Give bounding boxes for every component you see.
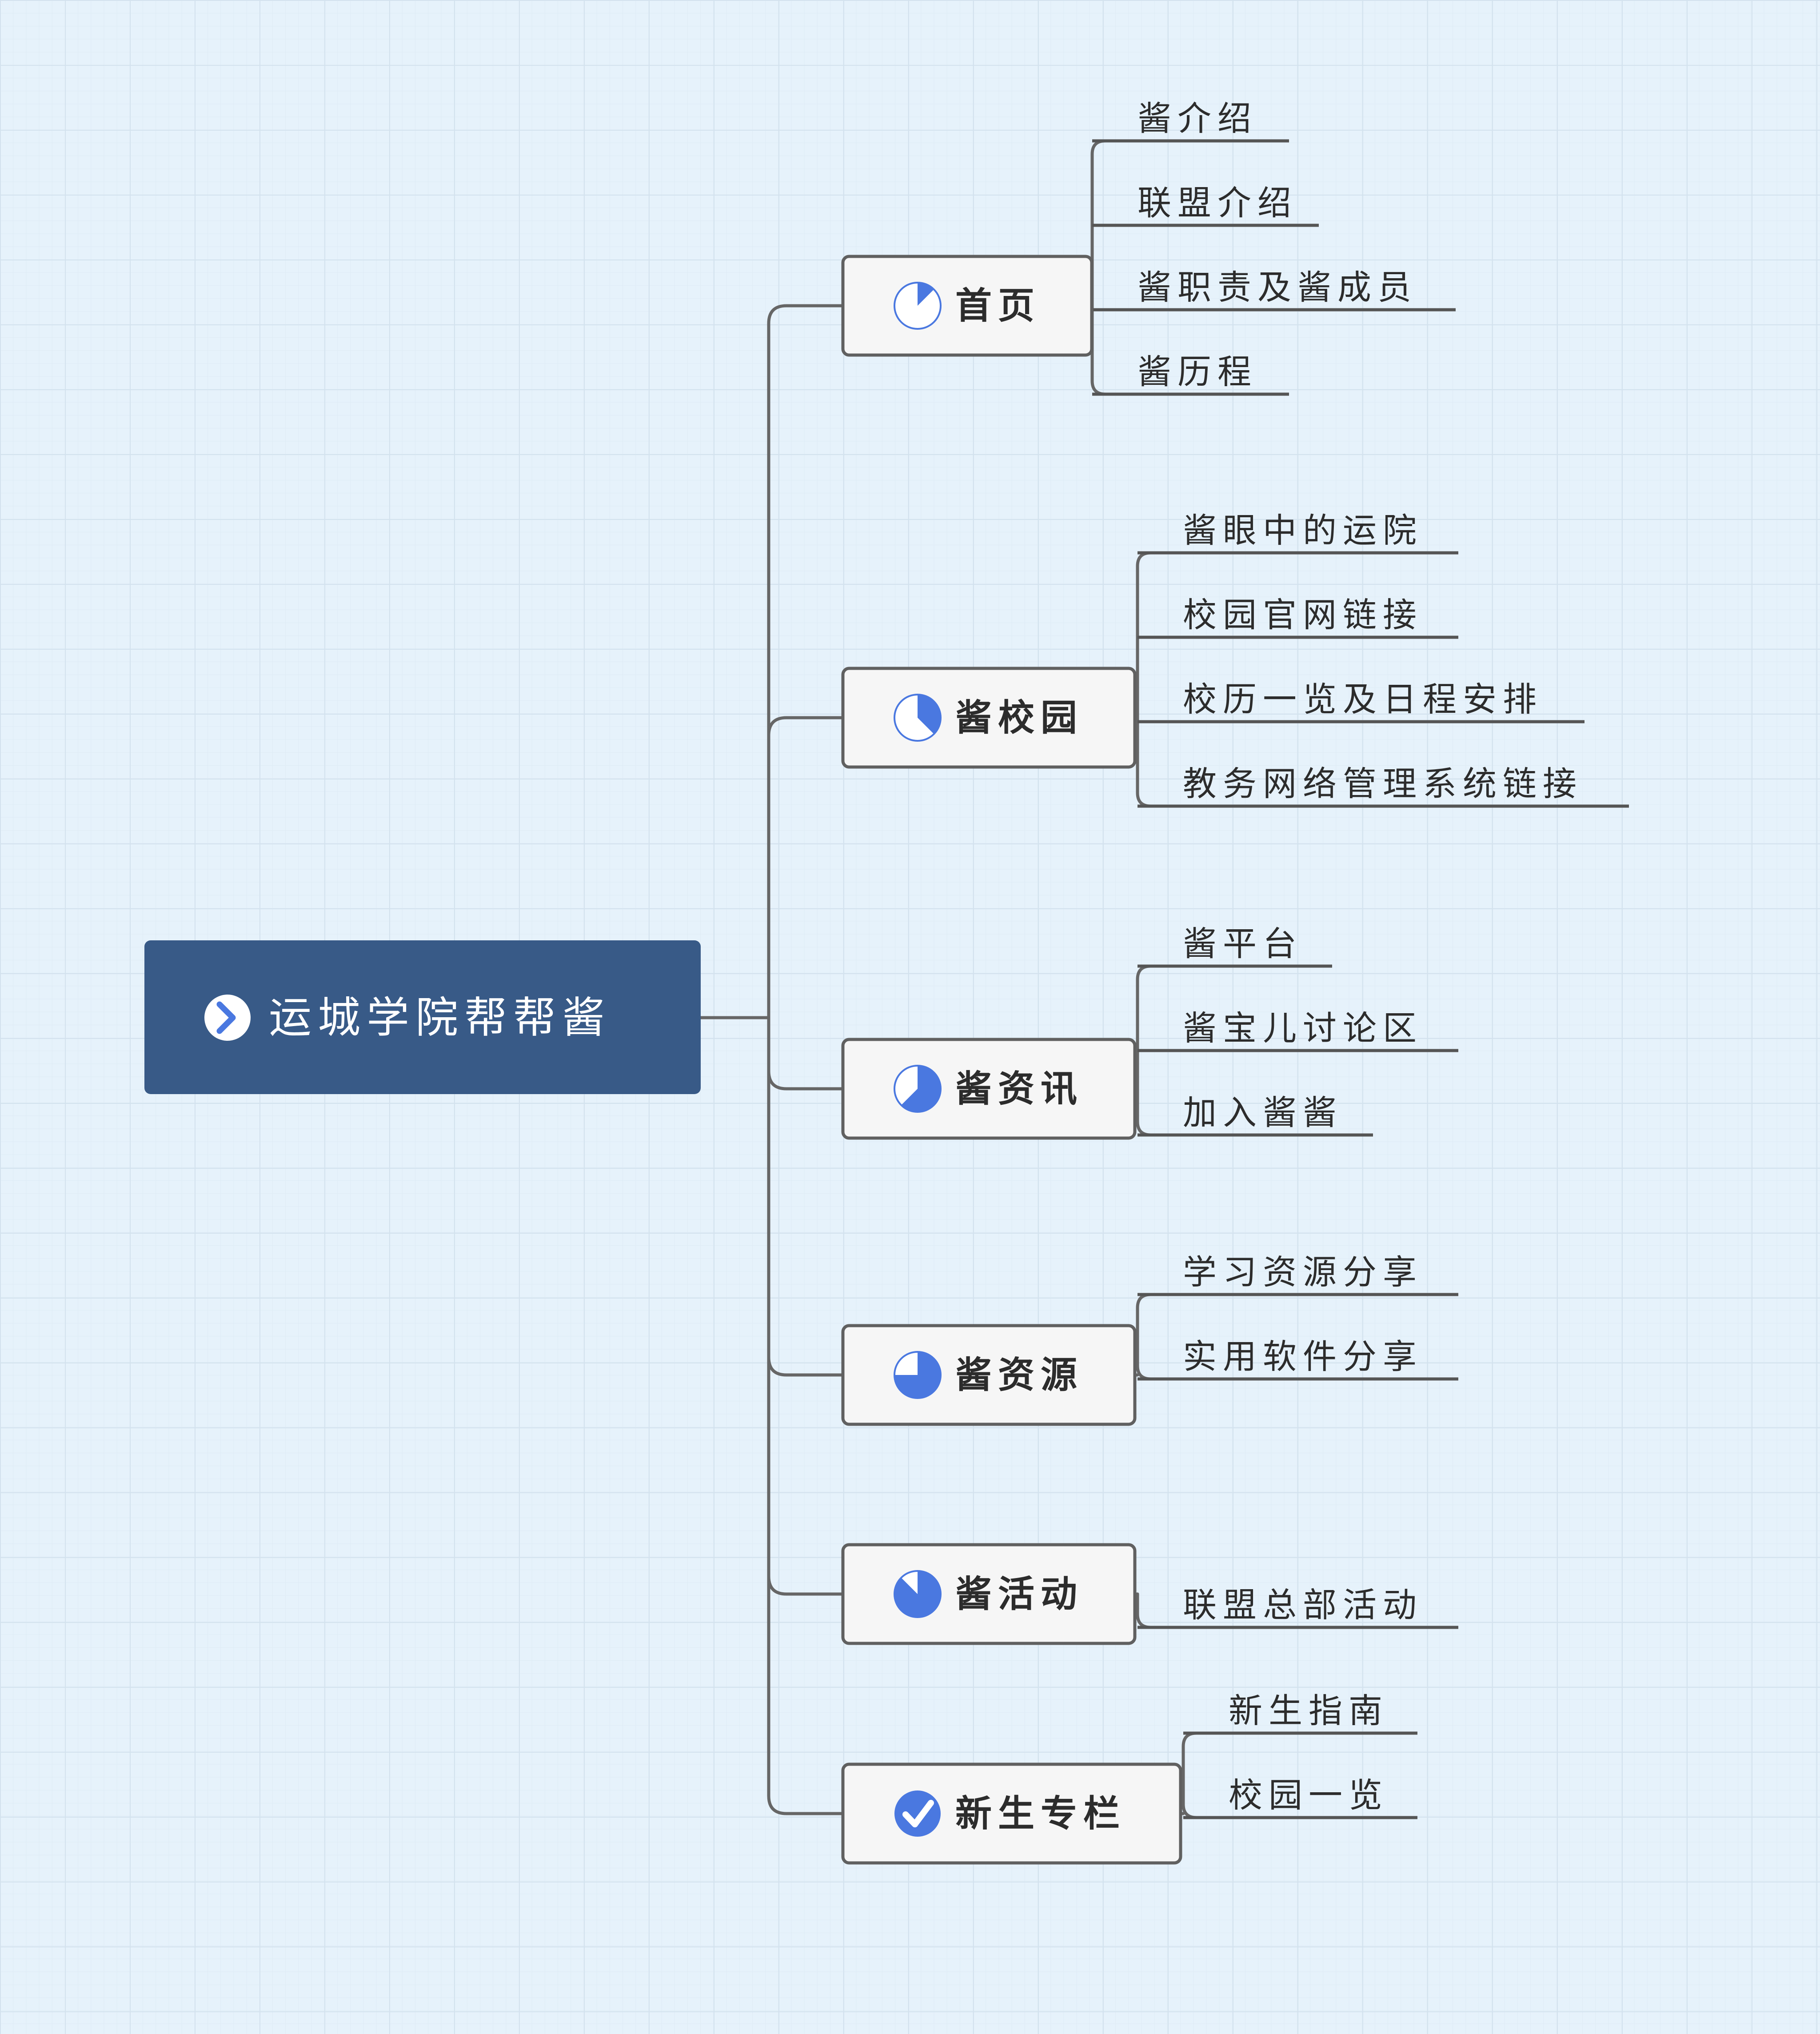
branch-box	[841, 667, 1137, 769]
root-label: 运城学院帮帮酱	[269, 993, 611, 1043]
branch-node[interactable]: 酱校园	[841, 667, 1137, 769]
leaf-layer: 酱介绍联盟介绍酱职责及酱成员酱历程酱眼中的运院校园官网链接校历一览及日程安排教务…	[1092, 99, 1629, 1819]
branch-label: 新生专栏	[955, 1792, 1126, 1835]
branch-node[interactable]: 酱活动	[841, 1543, 1137, 1645]
branch-box	[841, 1324, 1137, 1426]
branch-label: 首页	[955, 284, 1041, 327]
check-circle-icon	[894, 1790, 941, 1837]
leaf-label: 学习资源分享	[1183, 1252, 1423, 1292]
leaf-spine	[1181, 1731, 1198, 1819]
progress-pie-icon	[894, 694, 942, 742]
branch-node[interactable]: 酱资源	[841, 1324, 1137, 1426]
branch-connector	[767, 1016, 845, 1815]
root-box	[144, 940, 701, 1094]
branch-connector	[767, 1016, 845, 1377]
branch-label: 酱资讯	[955, 1067, 1083, 1110]
leaf-node[interactable]: 新生指南	[1183, 1691, 1417, 1735]
progress-pie-icon	[894, 1570, 942, 1618]
leaf-label: 酱职责及酱成员	[1138, 268, 1417, 307]
progress-pie-icon	[894, 1065, 942, 1113]
leaf-label: 新生指南	[1229, 1691, 1389, 1730]
root-node[interactable]: 运城学院帮帮酱	[144, 940, 701, 1094]
leaf-node[interactable]: 校园官网链接	[1138, 595, 1458, 639]
leaf-node[interactable]: 校园一览	[1183, 1775, 1417, 1819]
leaf-node[interactable]: 酱平台	[1138, 924, 1332, 968]
leaf-node[interactable]: 酱眼中的运院	[1138, 511, 1458, 555]
leaf-node[interactable]: 加入酱酱	[1138, 1093, 1373, 1137]
leaf-node[interactable]: 联盟总部活动	[1138, 1585, 1458, 1629]
branch-connector	[767, 1016, 845, 1596]
branch-connector	[767, 304, 845, 1019]
chevron-right-circle-icon	[204, 995, 251, 1041]
branch-label: 酱校园	[955, 696, 1083, 739]
leaf-node[interactable]: 学习资源分享	[1138, 1252, 1458, 1296]
connector-lines	[699, 139, 1198, 1819]
leaf-label: 加入酱酱	[1183, 1093, 1343, 1132]
leaf-label: 酱眼中的运院	[1183, 511, 1423, 550]
leaf-label: 酱平台	[1183, 924, 1303, 963]
leaf-node[interactable]: 校历一览及日程安排	[1138, 679, 1585, 723]
leaf-label: 实用软件分享	[1183, 1337, 1423, 1376]
leaf-node[interactable]: 酱职责及酱成员	[1092, 268, 1456, 312]
leaf-spine	[1136, 1293, 1153, 1381]
leaf-label: 联盟总部活动	[1183, 1585, 1423, 1625]
leaf-label: 校历一览及日程安排	[1183, 679, 1543, 719]
leaf-label: 酱介绍	[1138, 99, 1257, 138]
branch-box	[841, 255, 1094, 357]
branch-node[interactable]: 酱资讯	[841, 1038, 1137, 1140]
leaf-label: 酱宝儿讨论区	[1183, 1008, 1423, 1048]
leaf-spine	[1090, 139, 1107, 396]
leaf-node[interactable]: 实用软件分享	[1138, 1337, 1458, 1381]
branch-node[interactable]: 首页	[841, 255, 1094, 357]
branch-box	[841, 1762, 1182, 1865]
leaf-node[interactable]: 教务网络管理系统链接	[1138, 764, 1629, 808]
branch-label: 酱活动	[955, 1573, 1083, 1615]
leaf-label: 校园官网链接	[1183, 595, 1423, 635]
leaf-label: 校园一览	[1229, 1775, 1389, 1815]
leaf-spine	[1136, 1592, 1153, 1629]
leaf-label: 联盟介绍	[1138, 183, 1297, 223]
leaf-spine	[1136, 551, 1153, 808]
branch-label: 酱资源	[955, 1354, 1083, 1396]
branch-box	[841, 1543, 1137, 1645]
progress-pie-icon	[894, 1351, 942, 1399]
leaf-node[interactable]: 联盟介绍	[1092, 183, 1319, 227]
progress-pie-icon	[894, 282, 942, 330]
branch-box	[841, 1038, 1137, 1140]
leaf-node[interactable]: 酱介绍	[1092, 99, 1289, 143]
branch-connector	[767, 1016, 845, 1091]
leaf-label: 教务网络管理系统链接	[1183, 764, 1583, 803]
branch-node[interactable]: 新生专栏	[841, 1762, 1182, 1865]
leaf-node[interactable]: 酱宝儿讨论区	[1138, 1008, 1458, 1052]
branch-connector	[767, 716, 845, 1019]
leaf-node[interactable]: 酱历程	[1092, 352, 1289, 396]
leaf-label: 酱历程	[1138, 352, 1257, 392]
